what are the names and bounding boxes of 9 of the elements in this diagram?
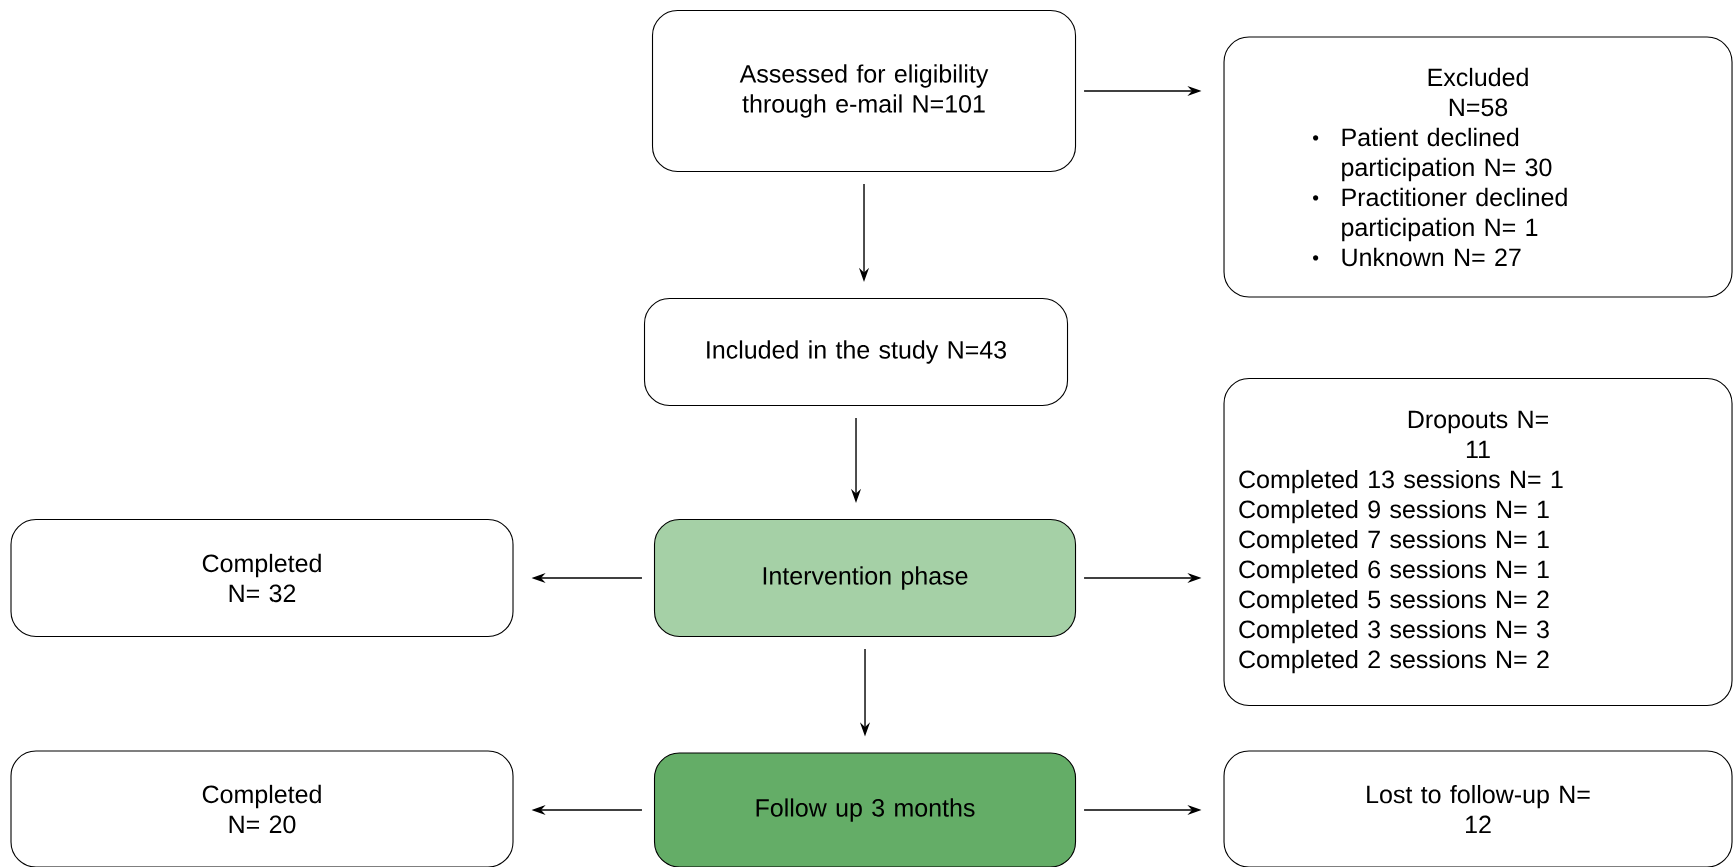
process-box: Lost to follow-up N= 12 [1223, 750, 1733, 867]
process-box: Assessed for eligibility through e-mail N=101 [651, 9, 1077, 173]
process-box: Dropouts N= 11 Completed 13 sessions N= 1 Completed 9 sessions N= 1 Completed 7 sessions N= 1 Completed 6 sessions N= 1 Completed 5 sessions N= 2 Completed 3 sessions N= 3 Completed 2 sessions N= 2 [1223, 377, 1733, 707]
process-box: Completed N= 20 [10, 750, 514, 867]
process-box: Included in the study N=43 [643, 297, 1069, 407]
process-box: Excluded N=58 Patient declined participation N= 30 Practitioner declined participation N= 1 Unknown N= 27 [1223, 36, 1733, 298]
process-box: Completed N= 32 [10, 518, 514, 638]
phase-box: Follow up 3 months [653, 752, 1077, 867]
phase-box: Intervention phase [653, 518, 1077, 638]
